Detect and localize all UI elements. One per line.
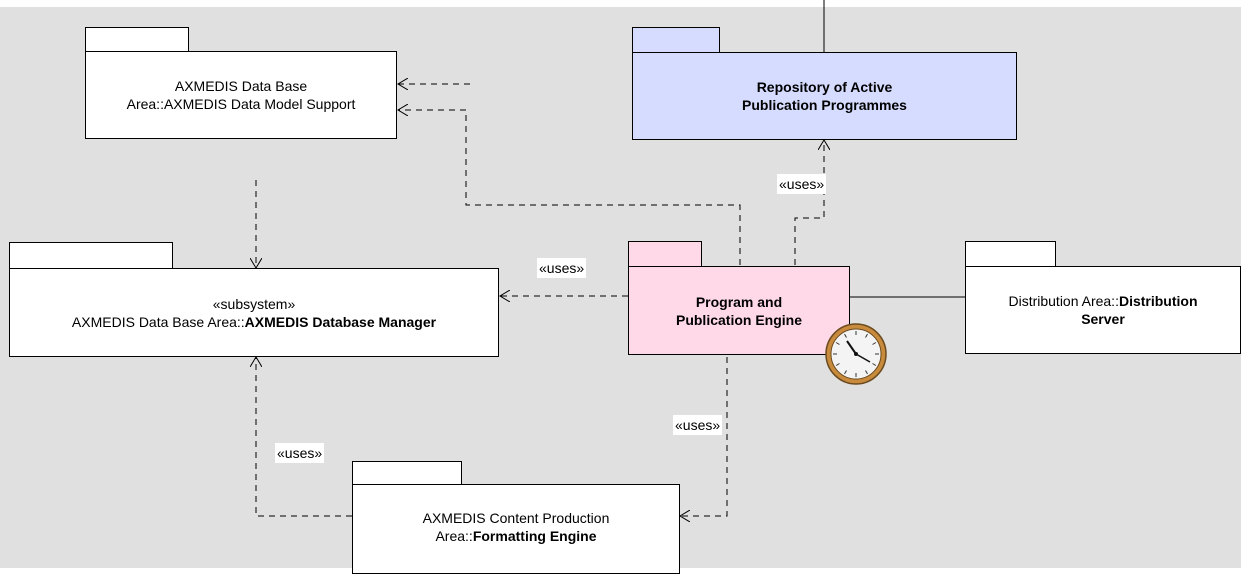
dependency-engine-to-formatting (680, 357, 728, 516)
package-label-line1: AXMEDIS Data Base (174, 78, 308, 94)
package-name: AXMEDIS Database Manager (244, 313, 437, 330)
package-stereotype: «subsystem» (212, 295, 296, 312)
package-label-line2: Area::Formatting Engine (423, 527, 610, 545)
package-prefix: Distribution Area:: (1008, 293, 1119, 309)
package-label: AXMEDIS Data Base Area::AXMEDIS Data Mod… (127, 77, 356, 113)
package-label-line1: Distribution Area::Distribution (1008, 292, 1197, 310)
uses-label-repository: «uses» (777, 174, 827, 194)
dependency-formatting-to-db-manager (256, 357, 352, 517)
package-label: Distribution Area::Distribution Server (1008, 292, 1197, 328)
package-label: AXMEDIS Content Production Area::Formatt… (423, 509, 610, 545)
package-label: «subsystem» AXMEDIS Data Base Area::AXME… (72, 295, 436, 331)
package-prefix: Area:: (435, 528, 473, 544)
package-distribution-server[interactable]: Distribution Area::Distribution Server (965, 266, 1241, 354)
package-label-line1: AXMEDIS Content Production (422, 510, 610, 526)
package-name-part1: Distribution (1118, 293, 1198, 309)
package-label-line2: Publication Engine (675, 311, 802, 328)
package-prefix: AXMEDIS Data Base Area:: (71, 313, 245, 330)
package-label: Program and Publication Engine (676, 293, 802, 329)
package-name-part2: Server (1081, 311, 1125, 327)
package-label-line2: Area::AXMEDIS Data Model Support (126, 96, 356, 112)
dependency-engine-to-data-model-lower (398, 110, 741, 265)
package-label-line1: Repository of Active (756, 79, 893, 95)
package-data-model-support[interactable]: AXMEDIS Data Base Area::AXMEDIS Data Mod… (85, 51, 397, 139)
package-tab (965, 241, 1056, 267)
package-publication-engine[interactable]: Program and Publication Engine (628, 266, 850, 355)
package-name: Formatting Engine (472, 528, 597, 544)
right-margin (1241, 0, 1247, 571)
package-tab (632, 27, 720, 53)
uses-label-formatting: «uses» (673, 415, 723, 435)
package-label: Repository of Active Publication Program… (742, 78, 907, 114)
package-label-line2: AXMEDIS Data Base Area::AXMEDIS Database… (72, 313, 436, 331)
package-formatting-engine[interactable]: AXMEDIS Content Production Area::Formatt… (352, 484, 680, 574)
top-margin (0, 0, 1247, 7)
package-repository[interactable]: Repository of Active Publication Program… (632, 52, 1017, 140)
package-label-line2: Publication Programmes (742, 97, 907, 113)
uses-label-from-formatting: «uses» (275, 443, 325, 463)
package-label-line1: Program and (695, 293, 783, 310)
package-tab (352, 461, 462, 485)
clock-icon (825, 323, 887, 385)
uses-label-db-manager: «uses» (537, 258, 587, 278)
package-database-manager[interactable]: «subsystem» AXMEDIS Data Base Area::AXME… (9, 268, 499, 357)
